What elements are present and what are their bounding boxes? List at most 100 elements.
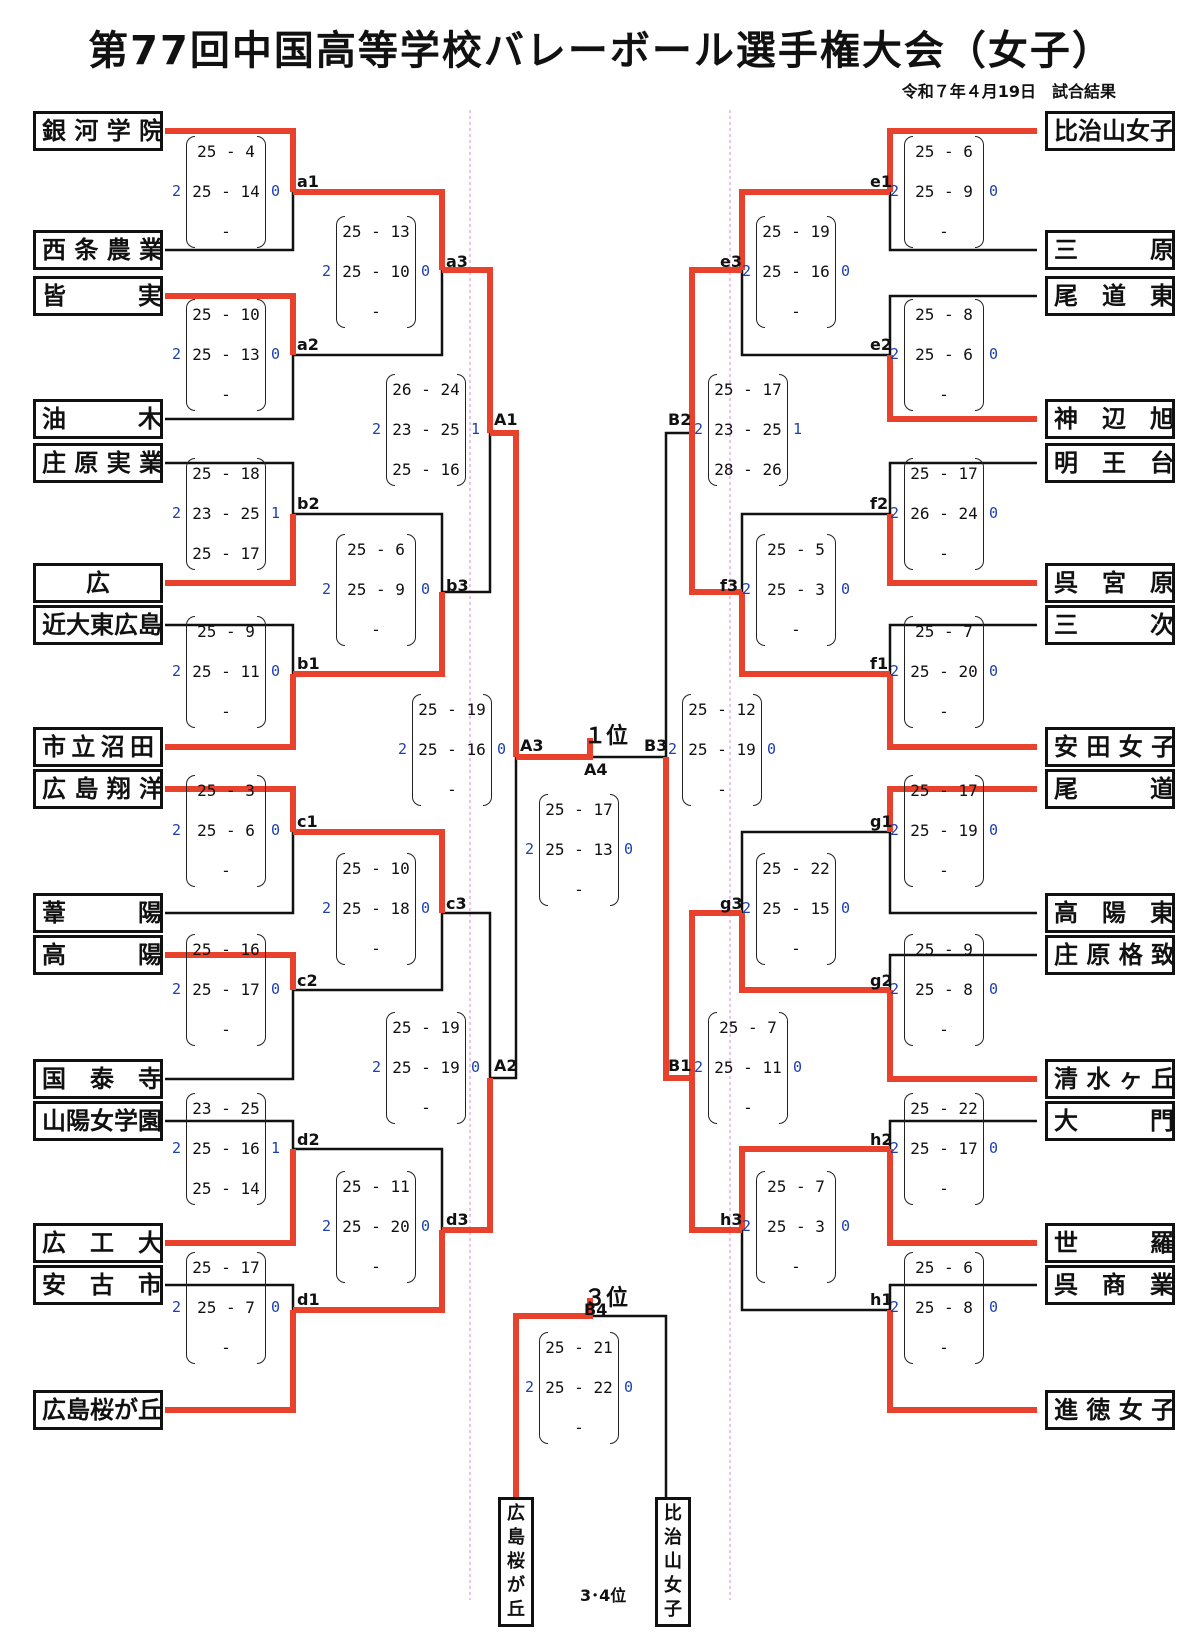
sets-won-left: 2 <box>322 262 332 280</box>
match-label-b2: b2 <box>297 494 320 513</box>
set-2-score: 25 - 19 <box>392 1058 460 1077</box>
match-label-f1: f1 <box>870 654 889 673</box>
bracket-line-A1-win <box>442 267 493 433</box>
bracket-line-B1-win <box>689 910 742 1078</box>
match-label-h1: h1 <box>870 1290 893 1309</box>
sets-won-left: 2 <box>890 345 900 363</box>
set-3-score: - <box>221 1020 231 1039</box>
set-2-score: 25 - 20 <box>342 1217 410 1236</box>
sets-won-right: 0 <box>766 740 776 758</box>
left-team-12: 国 泰 寺 <box>33 1059 163 1099</box>
bracket-line-g1-lose <box>888 832 1037 915</box>
bracket-line-B2-win2 <box>689 433 742 595</box>
left-team-4: 油 木 <box>33 399 163 439</box>
bracket-line-h2-win <box>887 1149 1037 1246</box>
set-1-score: 25 - 7 <box>767 1177 825 1196</box>
bracket-line-a2-lose <box>165 355 295 421</box>
set-3-score: 25 - 16 <box>392 460 460 479</box>
set-3-score: 25 - 14 <box>192 1179 260 1198</box>
set-2-score: 23 - 25 <box>392 420 460 439</box>
sets-won-right: 0 <box>988 662 998 680</box>
match-label-g2: g2 <box>870 971 893 990</box>
set-3-score: - <box>221 222 231 241</box>
sets-won-left: 2 <box>525 1378 535 1396</box>
right-team-16: 進 徳 女 子 <box>1045 1390 1175 1430</box>
set-3-score: - <box>743 1098 753 1117</box>
sets-won-right: 0 <box>792 1058 802 1076</box>
bracket-line-b1-win <box>165 674 296 750</box>
sets-won-left: 2 <box>668 740 678 758</box>
bracket-line-b1-lose <box>165 623 295 674</box>
bracket-line-f1-lose <box>888 623 1037 674</box>
right-team-15: 呉 商 業 <box>1045 1265 1175 1305</box>
right-team-12: 清 水 ヶ 丘 <box>1045 1059 1175 1099</box>
set-3-score: - <box>371 620 381 639</box>
bracket-line-d3-win <box>293 1230 445 1313</box>
sets-won-left: 2 <box>890 504 900 522</box>
set-3-score: - <box>939 222 949 241</box>
sets-won-right: 0 <box>840 580 850 598</box>
set-1-score: 25 - 13 <box>342 222 410 241</box>
set-3-score: - <box>574 880 584 899</box>
left-team-2: 西 条 農 業 <box>33 230 163 270</box>
bracket-line-c3-lose <box>293 913 444 992</box>
bracket-line-b2-lose <box>165 461 295 514</box>
match-label-g1: g1 <box>870 812 893 831</box>
bracket-line-e2-lose <box>888 294 1037 355</box>
bracket-line-A3-lose <box>490 757 518 1080</box>
set-1-score: 25 - 4 <box>197 142 255 161</box>
set-2-score: 25 - 19 <box>910 821 978 840</box>
match-label-a2: a2 <box>297 335 319 354</box>
match-label-a3: a3 <box>446 252 468 271</box>
set-2-score: 25 - 6 <box>915 345 973 364</box>
bracket-line-B3-win <box>663 757 692 1081</box>
sets-won-right: 0 <box>270 1298 280 1316</box>
match-label-e1: e1 <box>870 172 892 191</box>
sets-won-left: 2 <box>890 821 900 839</box>
sets-won-right: 0 <box>988 345 998 363</box>
sets-won-right: 0 <box>988 821 998 839</box>
bracket-line-d1-lose <box>165 1283 295 1310</box>
set-2-score: 25 - 3 <box>767 1217 825 1236</box>
set-3-score: - <box>939 1020 949 1039</box>
set-1-score: 25 - 17 <box>910 781 978 800</box>
bracket-line-c1-win <box>165 786 296 832</box>
sets-won-left: 2 <box>322 1217 332 1235</box>
set-3-score: - <box>791 1257 801 1276</box>
sets-won-left: 2 <box>742 262 752 280</box>
left-team-9: 広 島 翔 洋 <box>33 769 163 809</box>
bracket-line-A3-win <box>490 430 519 757</box>
sets-won-right: 1 <box>792 420 802 438</box>
set-2-score: 25 - 16 <box>418 740 486 759</box>
set-2-score: 25 - 11 <box>192 662 260 681</box>
sets-won-left: 2 <box>172 821 182 839</box>
left-team-7: 近大東広島 <box>33 605 163 645</box>
right-team-7: 三 次 <box>1045 605 1175 645</box>
set-3-score: - <box>939 1179 949 1198</box>
set-2-score: 25 - 17 <box>910 1139 978 1158</box>
match-label-b3: b3 <box>446 576 469 595</box>
bracket-line-B4-lose <box>590 1314 668 1497</box>
sets-won-right: 0 <box>420 1217 430 1235</box>
set-2-score: 25 - 8 <box>915 980 973 999</box>
set-2-score: 23 - 25 <box>714 420 782 439</box>
set-1-score: 25 - 19 <box>762 222 830 241</box>
set-1-score: 25 - 9 <box>197 622 255 641</box>
set-3-score: - <box>791 939 801 958</box>
match-label-b1: b1 <box>297 654 320 673</box>
set-3-score: - <box>791 302 801 321</box>
sets-won-left: 2 <box>398 740 408 758</box>
left-team-1: 銀 河 学 院 <box>33 111 163 151</box>
